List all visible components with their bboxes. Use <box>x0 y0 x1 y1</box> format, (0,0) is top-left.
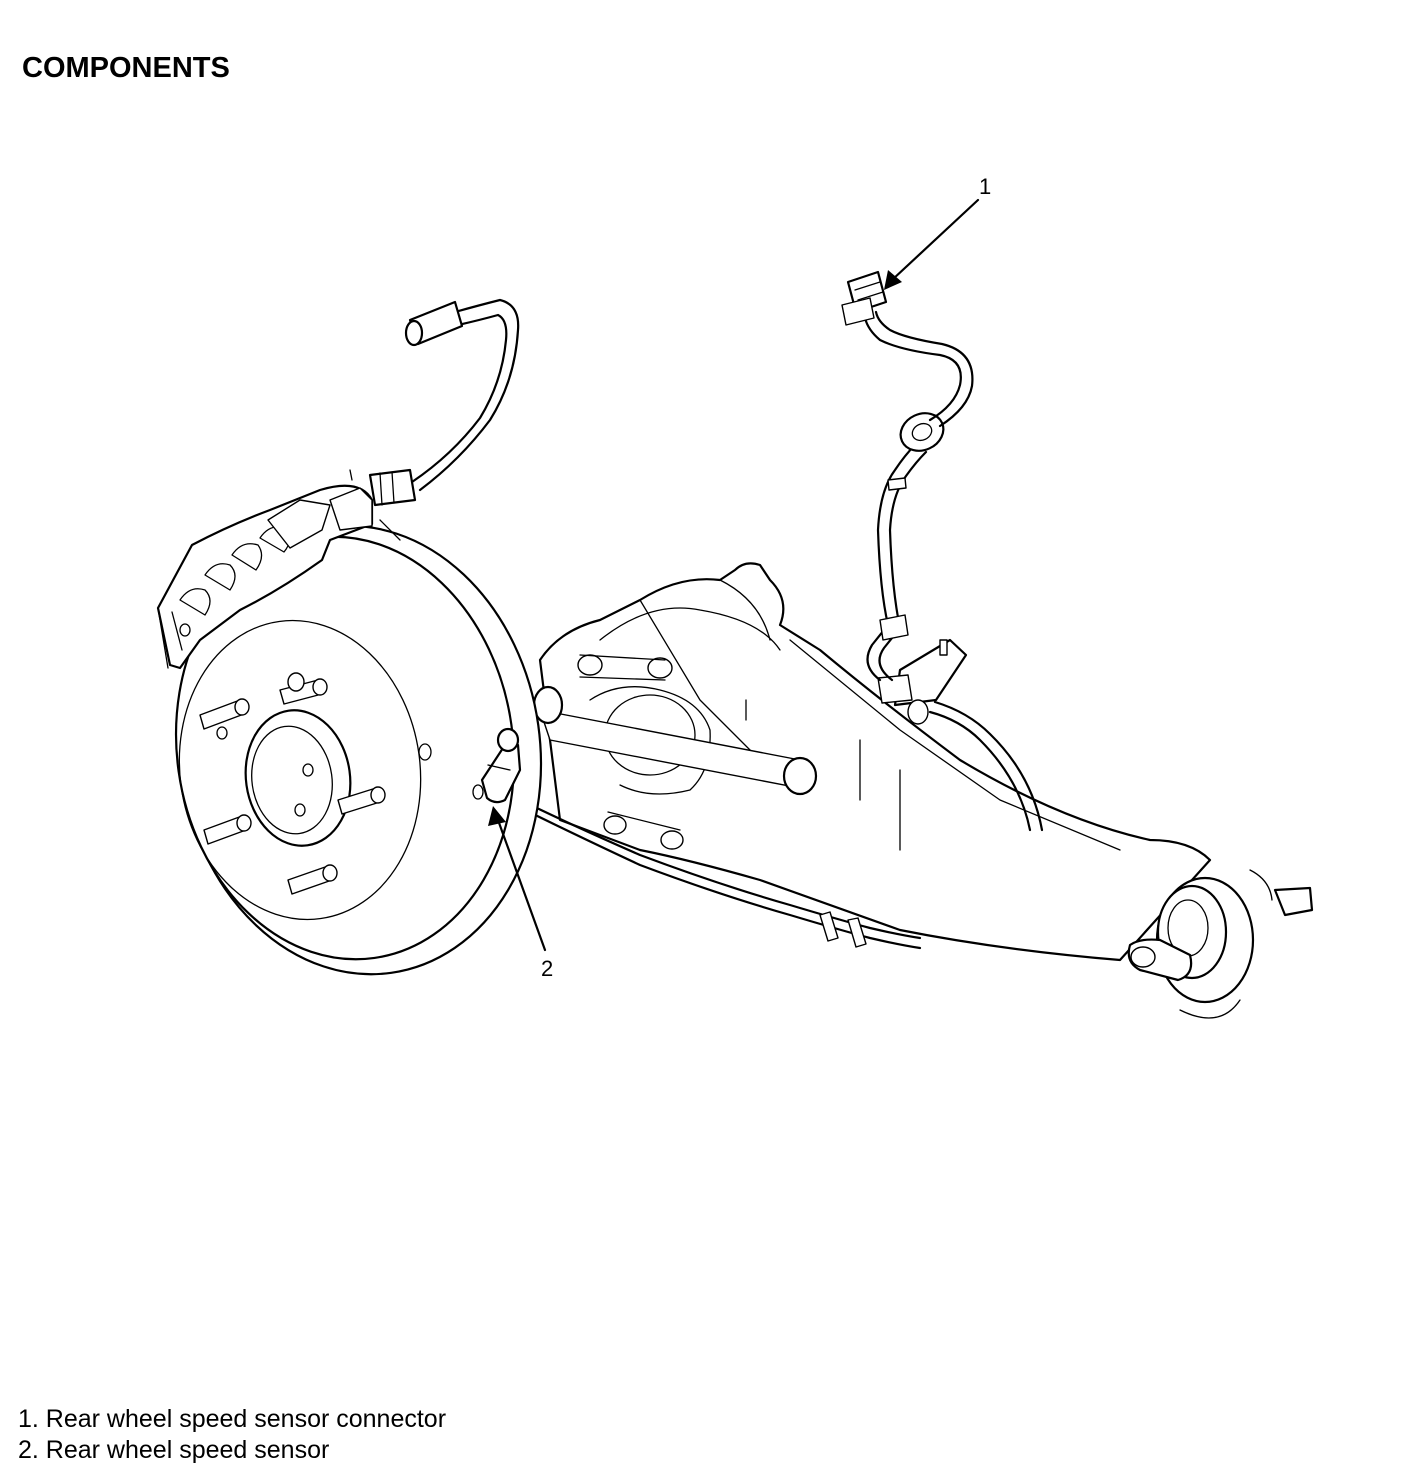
rear-suspension-diagram: 1 2 <box>156 174 1314 1019</box>
brake-hose <box>368 298 520 507</box>
wheel-studs <box>199 678 386 895</box>
wheel-speed-sensor <box>472 727 522 804</box>
brake-caliper <box>156 469 401 670</box>
legend: 1. Rear wheel speed sensor connector 2. … <box>18 1404 446 1466</box>
brake-disc <box>174 524 543 976</box>
callout-2: 2 <box>541 956 553 981</box>
callout-1: 1 <box>979 174 991 199</box>
callout-arrows <box>488 198 980 952</box>
sensor-cable <box>498 270 1044 950</box>
legend-item: 2. Rear wheel speed sensor <box>18 1436 330 1464</box>
legend-item: 1. Rear wheel speed sensor connector <box>18 1405 447 1433</box>
trailing-arm <box>532 562 1314 1019</box>
page-title: COMPONENTS <box>22 52 230 84</box>
